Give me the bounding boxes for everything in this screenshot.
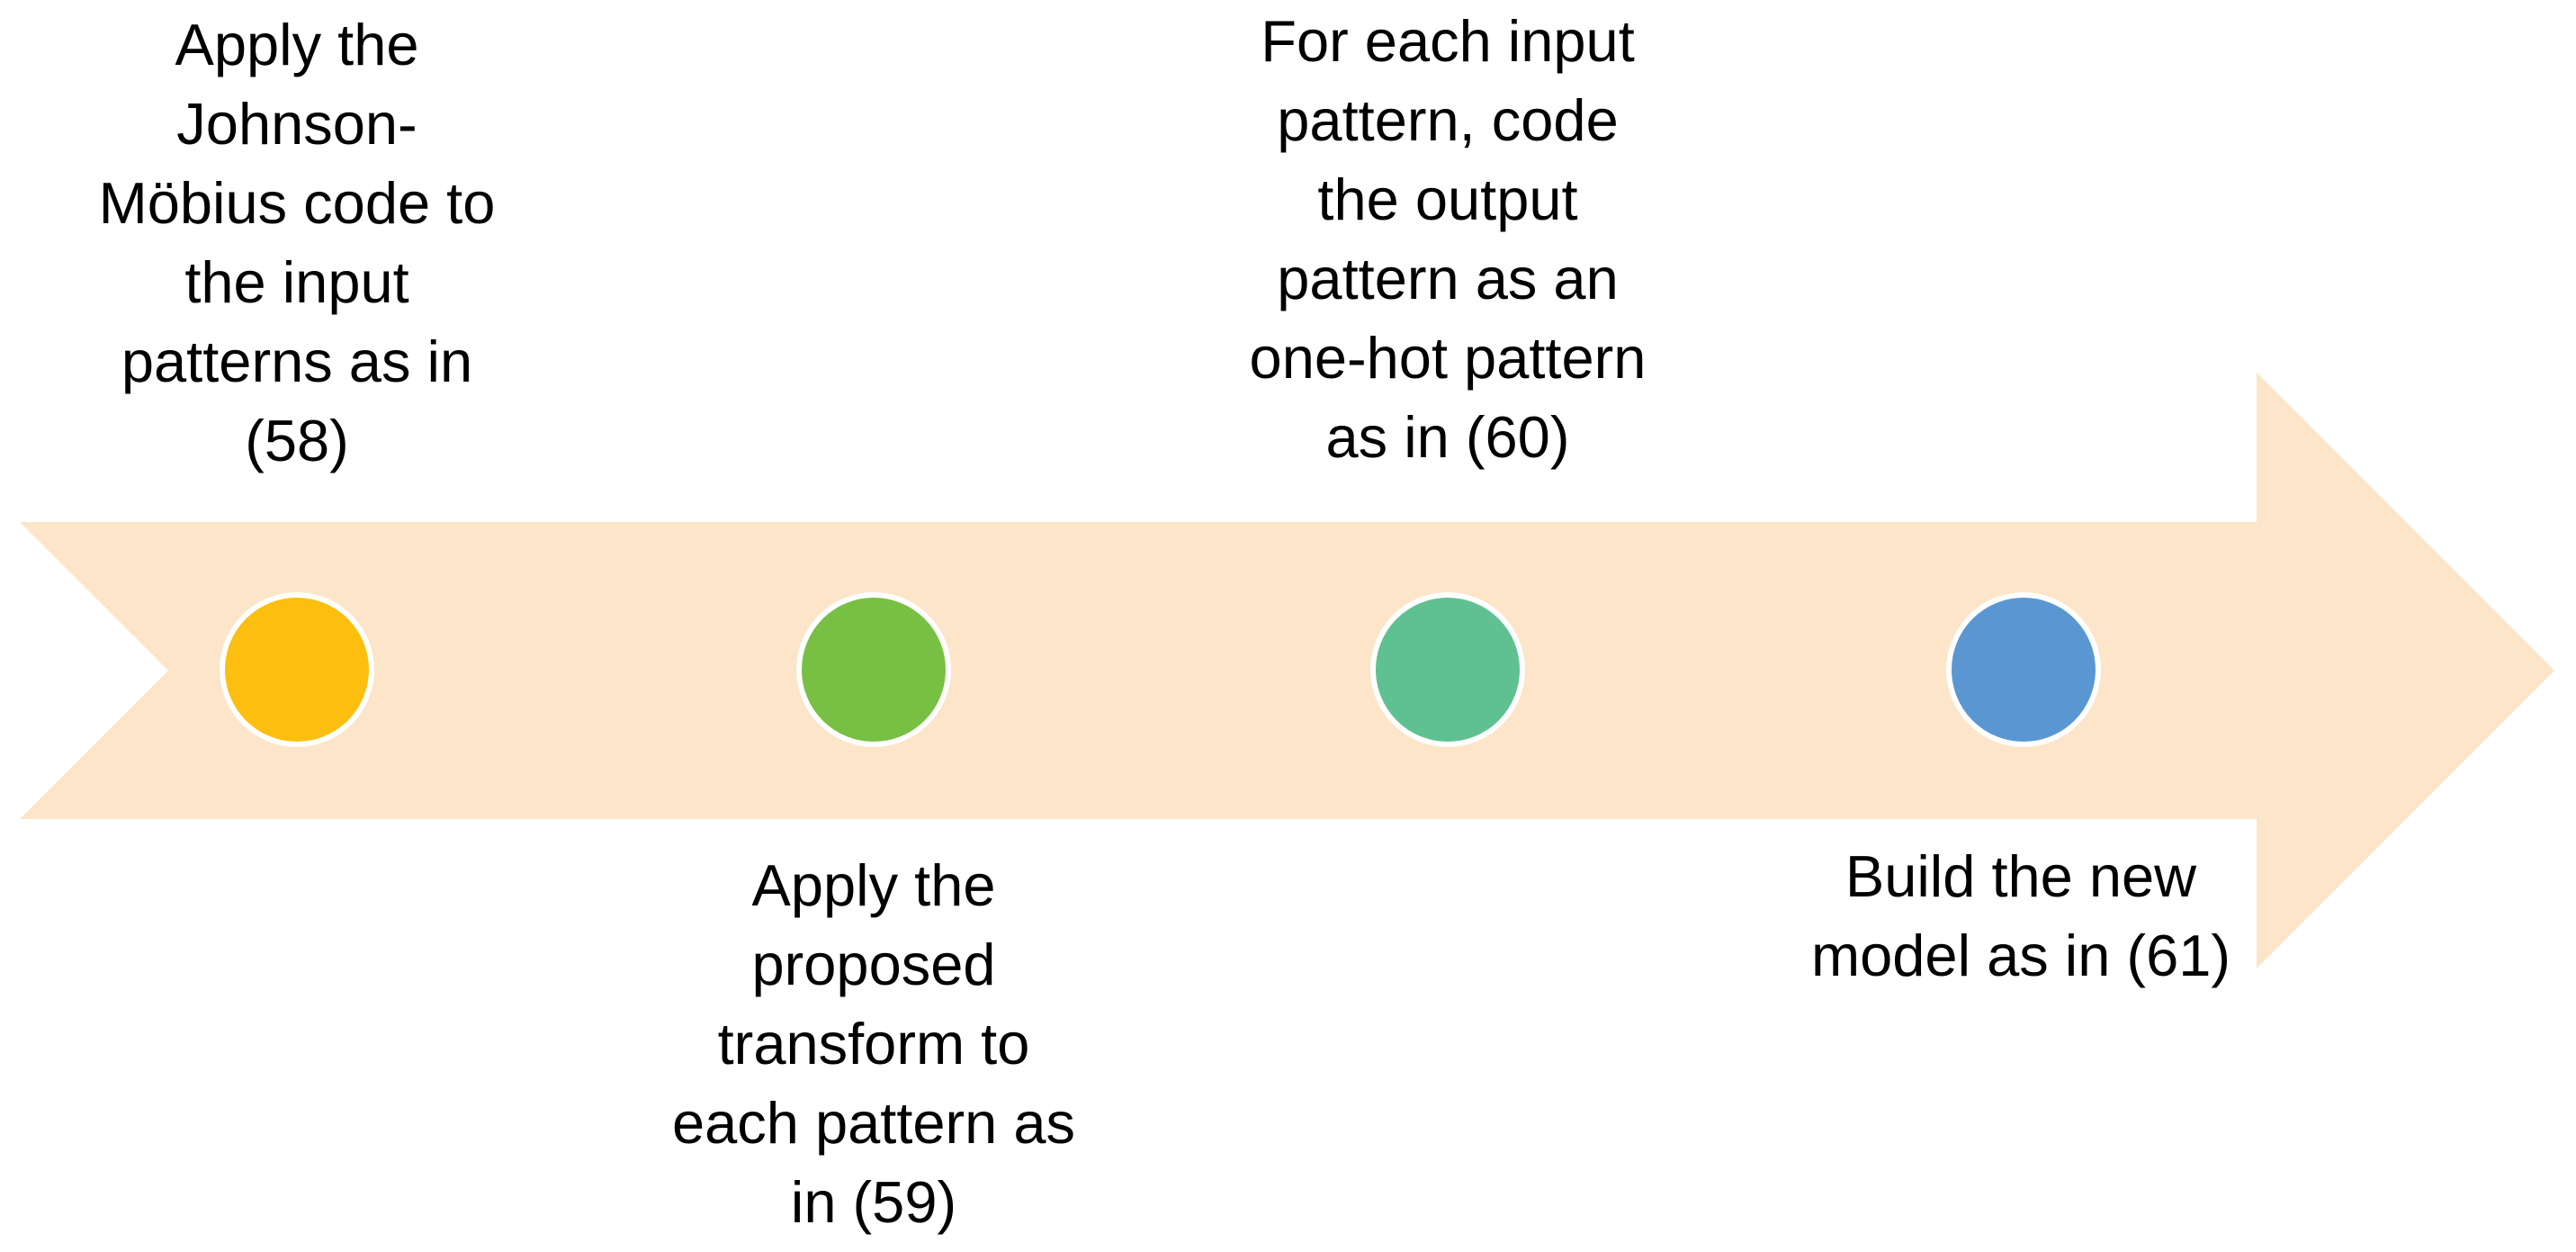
- step-1-marker-circle: [220, 592, 374, 747]
- right-arrow-shape: [20, 373, 2554, 968]
- step-3-label: For each input pattern, code the output …: [1249, 8, 1647, 470]
- step-3-marker-circle: [1370, 592, 1525, 747]
- step-2-marker-circle: [796, 592, 951, 747]
- step-4-marker-circle: [1946, 592, 2101, 747]
- step-1-label: Apply the Johnson- Möbius code to the in…: [98, 12, 496, 473]
- step-4-label: Build the new model as in (61): [1810, 843, 2231, 988]
- step-2-label: Apply the proposed transform to each pat…: [671, 852, 1076, 1235]
